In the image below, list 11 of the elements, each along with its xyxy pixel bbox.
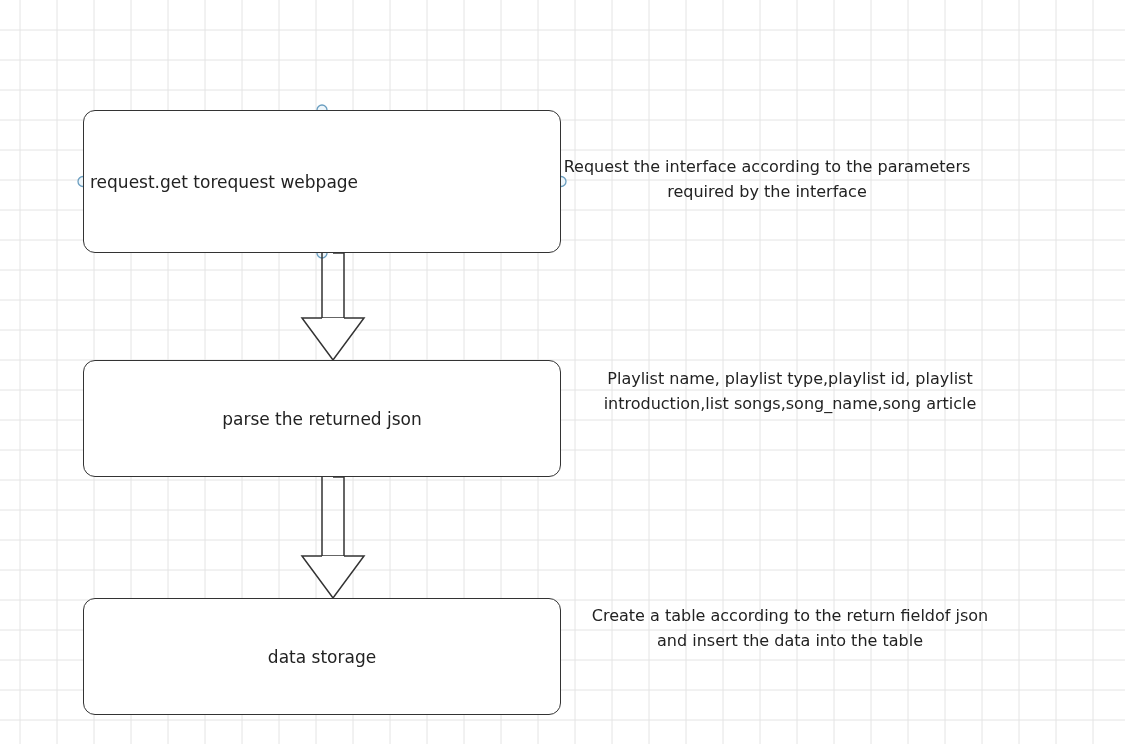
description-text: Request the interface according to the parameters required by the interface (562, 156, 972, 203)
description-text: Create a table according to the return fieldof json and insert the data into the table (590, 605, 990, 652)
process-box (83, 598, 561, 715)
box-label: parse the returned json (222, 408, 422, 429)
process-box (83, 360, 561, 477)
process-box (83, 110, 561, 253)
box-label: data storage (267, 646, 377, 667)
block-arrow (301, 476, 365, 599)
box-label: request.get torequest webpage (90, 171, 359, 192)
description-text: Playlist name, playlist type,playlist id, playlist introduction,list songs,song_name,song article (602, 368, 978, 415)
block-arrow (301, 252, 365, 361)
